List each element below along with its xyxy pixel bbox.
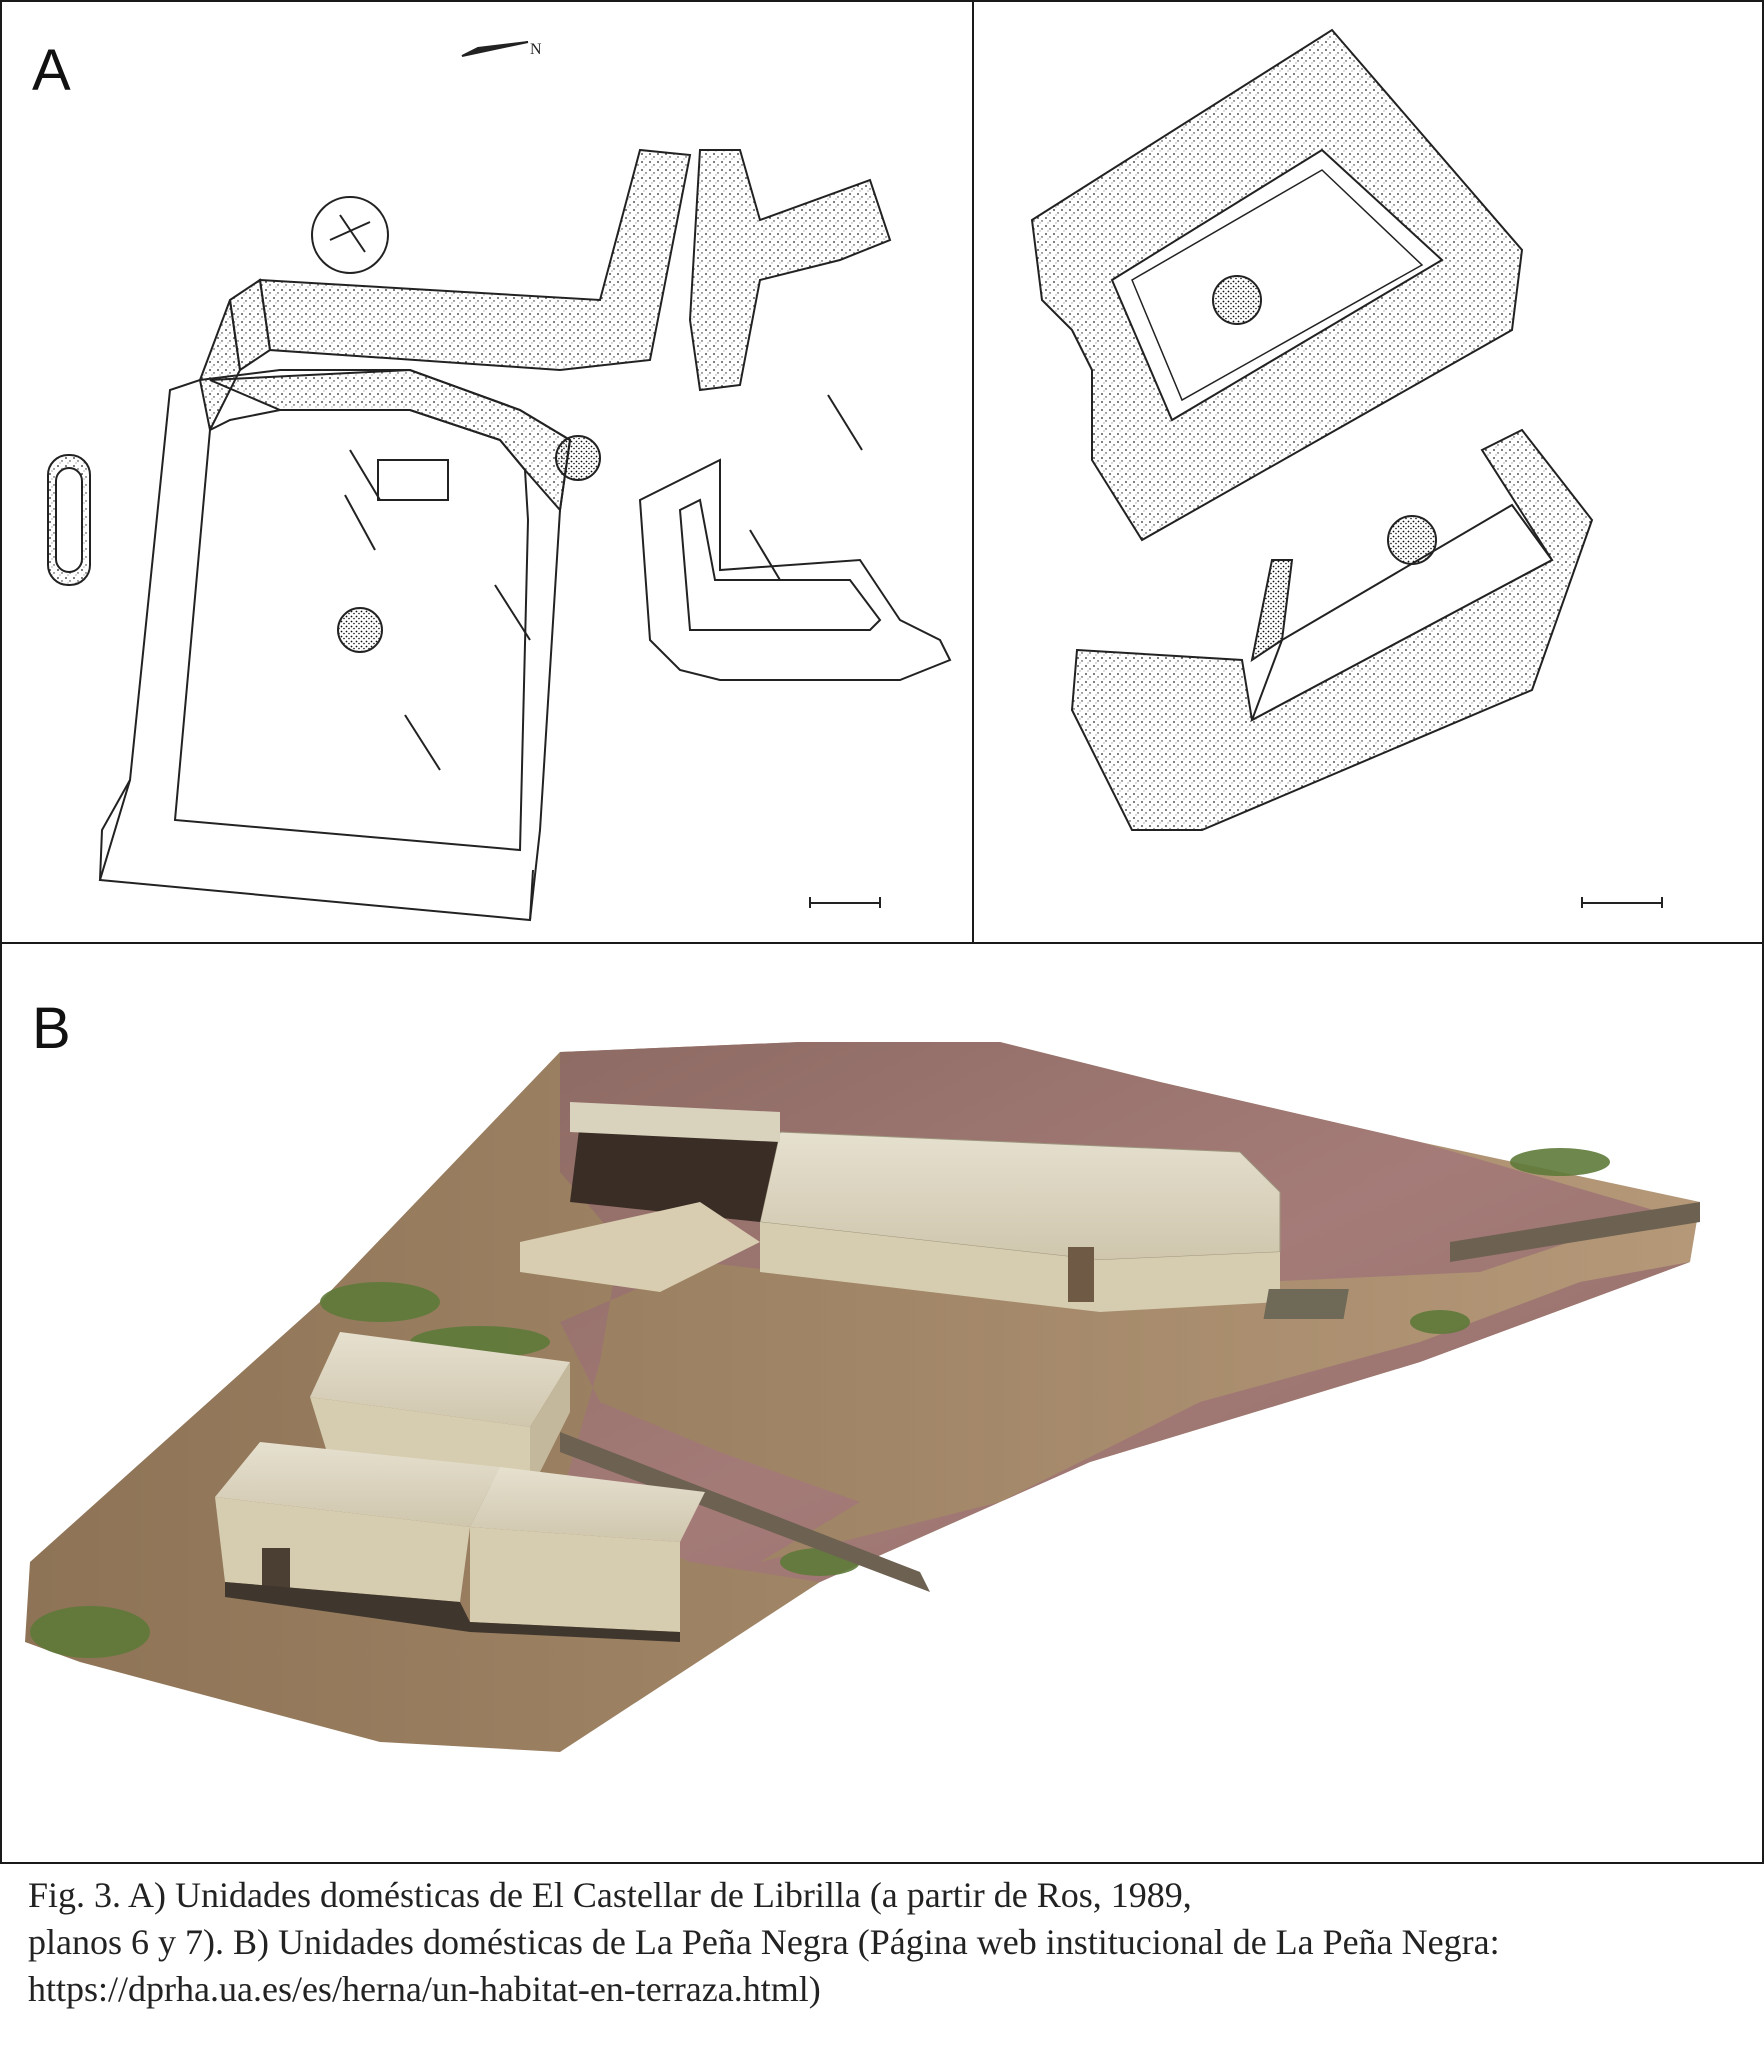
caption-line-2: planos 6 y 7). B) Unidades domésticas de… [28, 1922, 1500, 1962]
panel-label-b: B [32, 996, 71, 1061]
lower-houses [215, 1442, 705, 1642]
plan-drawing-right [1030, 28, 1663, 908]
caption-line-1: Fig. 3. A) Unidades domésticas de El Cas… [28, 1875, 1192, 1915]
panel-label-a: A [32, 38, 71, 103]
caption-line-3: https://dprha.ua.es/es/herna/un-habitat-… [28, 1969, 821, 2009]
plan-drawing-left: N [47, 41, 952, 922]
reconstruction-render [25, 1042, 1700, 1752]
long-house [520, 1102, 1349, 1319]
north-label: N [530, 41, 542, 58]
figure-caption: Fig. 3. A) Unidades domésticas de El Cas… [28, 1872, 1748, 2013]
middle-house [310, 1332, 570, 1492]
north-arrow-icon: N [461, 41, 542, 58]
scale-bar-right [1581, 897, 1663, 908]
scale-bar [809, 897, 881, 908]
